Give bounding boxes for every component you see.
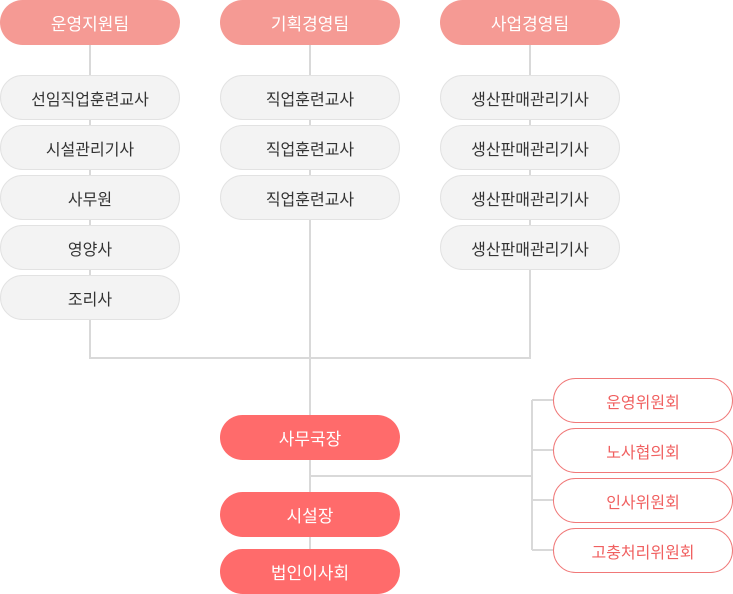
facility-head: 시설장 [220,492,400,537]
committee-personnel: 인사위원회 [553,478,733,523]
role-sales-production-manager: 생산판매관리기사 [440,175,620,220]
role-office-clerk: 사무원 [0,175,180,220]
board-of-directors: 법인이사회 [220,549,400,594]
role-facility-manager: 시설관리기사 [0,125,180,170]
role-vocational-teacher: 직업훈련교사 [220,75,400,120]
role-sales-production-manager: 생산판매관리기사 [440,75,620,120]
role-vocational-teacher: 직업훈련교사 [220,175,400,220]
committee-operations: 운영위원회 [553,378,733,423]
team-planning-management: 기획경영팀 [220,0,400,45]
role-senior-vocational-teacher: 선임직업훈련교사 [0,75,180,120]
role-sales-production-manager: 생산판매관리기사 [440,225,620,270]
role-sales-production-manager: 생산판매관리기사 [440,125,620,170]
role-vocational-teacher: 직업훈련교사 [220,125,400,170]
secretary-general: 사무국장 [220,415,400,460]
committee-grievance: 고충처리위원회 [553,528,733,573]
role-cook: 조리사 [0,275,180,320]
team-operations-support: 운영지원팀 [0,0,180,45]
committee-labor-management: 노사협의회 [553,428,733,473]
team-business-management: 사업경영팀 [440,0,620,45]
role-nutritionist: 영양사 [0,225,180,270]
